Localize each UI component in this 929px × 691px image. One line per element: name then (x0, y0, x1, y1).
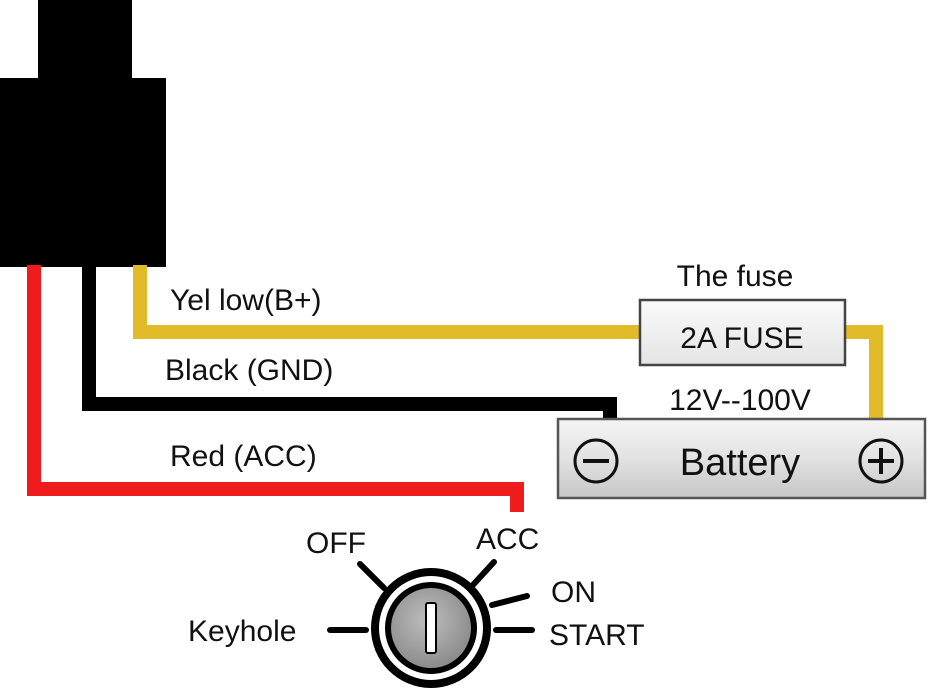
plus-icon (858, 438, 904, 484)
device-body (0, 78, 166, 267)
fuse-body (638, 298, 847, 367)
ignition-switch (327, 559, 535, 688)
yellow-wire (133, 265, 883, 420)
acc-tick (469, 559, 497, 589)
black-wire (82, 265, 617, 422)
battery-body (556, 417, 927, 500)
black-wire-label: Black (GND) (165, 354, 333, 387)
red-wire (27, 265, 524, 512)
on-label: ON (551, 576, 596, 609)
fuse-label: 2A FUSE (680, 322, 803, 355)
battery-voltage: 12V--100V (669, 384, 811, 417)
battery: Battery (556, 417, 927, 500)
acc-label: ACC (476, 523, 539, 556)
start-label: START (549, 619, 645, 652)
keyhole-label: Keyhole (188, 615, 296, 648)
device-unit (0, 0, 166, 267)
off-tick (357, 561, 387, 591)
off-label: OFF (306, 527, 366, 560)
device-connector (38, 0, 132, 80)
keyhole-slot (425, 602, 437, 654)
battery-label: Battery (680, 442, 800, 484)
yellow-wire-label: Yel low(B+) (170, 284, 321, 317)
fuse-caption: The fuse (677, 260, 794, 293)
red-wire-label: Red (ACC) (170, 440, 317, 473)
on-tick (489, 593, 530, 608)
minus-icon (573, 438, 619, 484)
fuse: 2A FUSE (638, 298, 847, 367)
